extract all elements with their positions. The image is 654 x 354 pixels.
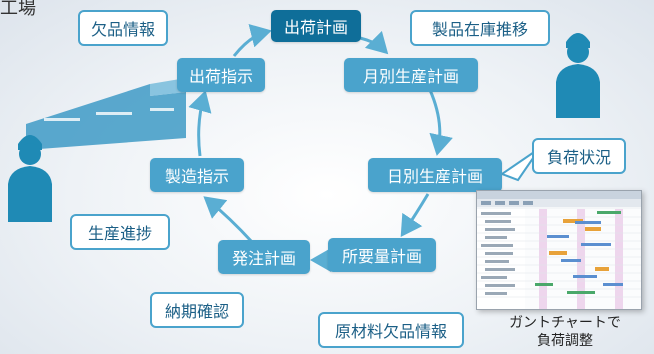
arrow-to-manufacturing [203, 196, 254, 244]
callout-material-shortage: 原材料欠品情報 [318, 312, 464, 348]
node-daily-plan: 日別生産計画 [368, 158, 502, 192]
arrow-to-shipping-instruction [188, 90, 212, 157]
arrow-to-daily-plan [428, 89, 453, 156]
callout-delivery-confirm: 納期確認 [150, 292, 244, 328]
gantt-thumbnail-graphic [477, 191, 641, 309]
factory-building-icon [26, 78, 186, 150]
gantt-caption-line2: 負荷調整 [537, 333, 593, 349]
arrow-to-monthly-plan [359, 30, 389, 55]
gantt-caption: ガントチャートで 負荷調整 [500, 314, 630, 350]
gantt-caption-line1: ガントチャートで [509, 315, 621, 331]
node-mrp: 所要量計画 [328, 238, 436, 272]
callout-progress: 生産進捗 [70, 214, 170, 250]
gantt-screenshot [476, 190, 642, 310]
worker-left-icon [8, 135, 52, 222]
callout-inventory-trend: 製品在庫推移 [410, 10, 550, 46]
node-ordering: 発注計画 [218, 240, 310, 274]
node-shipping-plan: 出荷計画 [271, 10, 361, 42]
callout-stock-shortage: 欠品情報 [78, 10, 168, 46]
load-status-pointer [499, 147, 541, 182]
worker-right-icon [556, 33, 600, 118]
arrow-to-shipping-plan [232, 24, 272, 57]
node-shipping-instruction: 出荷指示 [177, 58, 265, 92]
node-monthly-plan: 月別生産計画 [344, 58, 478, 92]
factory-label: 工場 [0, 0, 36, 19]
callout-load-status: 負荷状況 [532, 138, 626, 174]
node-manufacturing: 製造指示 [150, 158, 244, 192]
arrow-to-mrp [400, 193, 430, 237]
